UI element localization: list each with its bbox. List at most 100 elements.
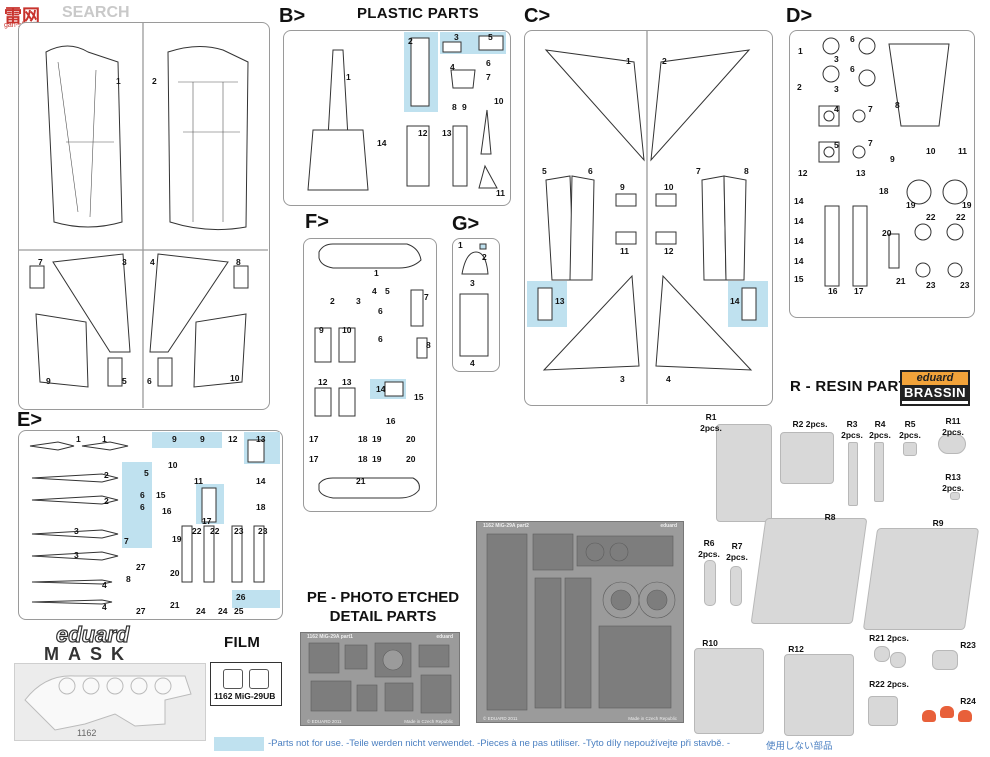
resin-qty: 2pcs. bbox=[942, 483, 964, 493]
part-number: 4 bbox=[372, 286, 377, 296]
not-used-highlight bbox=[232, 590, 280, 608]
part-number: 1 bbox=[76, 434, 81, 444]
resin-id: R10 bbox=[702, 638, 718, 648]
mask-logo: eduard MASK bbox=[42, 621, 172, 664]
part-number: 18 bbox=[879, 186, 889, 196]
sprue-f-parts bbox=[314, 243, 428, 499]
resin-part-r21 bbox=[874, 646, 890, 662]
resin-label-r2: R2 2pcs. bbox=[786, 419, 834, 430]
section-label-f: F> bbox=[305, 211, 329, 233]
part-number: 12 bbox=[318, 377, 328, 387]
mask-sheet: 1162 bbox=[14, 663, 206, 741]
part-number: 21 bbox=[896, 276, 906, 286]
part-number: 5 bbox=[488, 32, 493, 42]
part-number: 18 bbox=[358, 454, 368, 464]
resin-part-r24-piece bbox=[940, 706, 954, 718]
part-number: 7 bbox=[868, 104, 873, 114]
part-number: 18 bbox=[358, 434, 368, 444]
resin-part-r4 bbox=[874, 442, 884, 502]
resin-id: R8 bbox=[824, 512, 836, 522]
pe-fret-brand: eduard bbox=[436, 634, 453, 640]
part-number: 5 bbox=[122, 376, 127, 386]
not-used-highlight bbox=[152, 432, 222, 448]
part-number: 15 bbox=[414, 392, 424, 402]
resin-part-r12 bbox=[784, 654, 854, 736]
resin-part-r22 bbox=[868, 696, 898, 726]
sprue-b bbox=[283, 30, 511, 206]
part-number: 11 bbox=[958, 146, 967, 156]
resin-part-r21 bbox=[890, 652, 906, 668]
section-label-c: C> bbox=[524, 5, 551, 27]
resin-label-r13: R13 2pcs. bbox=[938, 472, 968, 494]
part-number: 14 bbox=[794, 256, 804, 266]
part-number: 2 bbox=[104, 470, 109, 480]
part-number: 8 bbox=[744, 166, 749, 176]
part-number: 6 bbox=[850, 34, 855, 44]
part-number: 25 bbox=[234, 606, 244, 616]
part-number: 3 bbox=[834, 84, 839, 94]
resin-id: R1 bbox=[705, 412, 717, 422]
part-number: 19 bbox=[962, 200, 972, 210]
resin-title: R - RESIN PARTS bbox=[790, 378, 919, 395]
part-number: 3 bbox=[122, 257, 127, 267]
resin-label-r22: R22 2pcs. bbox=[864, 679, 914, 690]
resin-label-r12: R12 bbox=[784, 644, 808, 655]
part-number: 16 bbox=[386, 416, 396, 426]
part-number: 20 bbox=[406, 434, 416, 444]
plastic-parts-title: PLASTIC PARTS bbox=[357, 5, 479, 22]
part-number: 24 bbox=[218, 606, 228, 616]
mask-shapes bbox=[24, 675, 192, 731]
resin-qty: 2pcs. bbox=[698, 549, 720, 559]
section-label-g: G> bbox=[452, 213, 480, 235]
sprue-a-parts bbox=[18, 22, 268, 408]
pe-fret-origin: Made in Czech Republic bbox=[628, 716, 677, 721]
pe-fret-copyright: © EDUARD 2011 bbox=[483, 716, 518, 721]
part-number: 8 bbox=[452, 102, 457, 112]
part-number: 22 bbox=[192, 526, 202, 536]
part-number: 17 bbox=[854, 286, 864, 296]
part-number: 6 bbox=[378, 334, 383, 344]
pe-fret-2: 1162 MiG-29A part2 eduard © EDUARD 2011 … bbox=[476, 521, 684, 723]
resin-part-r24-piece bbox=[958, 710, 972, 722]
part-number: 4 bbox=[470, 358, 475, 368]
part-number: 15 bbox=[794, 274, 804, 284]
watermark-logo: 雷网 bbox=[4, 6, 40, 27]
sprue-f bbox=[303, 238, 437, 512]
resin-part-r11 bbox=[938, 434, 966, 454]
resin-qty: 2pcs. bbox=[869, 430, 891, 440]
resin-part-r2 bbox=[780, 432, 834, 484]
resin-part-r23 bbox=[932, 650, 958, 670]
part-number: 3 bbox=[74, 526, 79, 536]
film-window bbox=[223, 669, 243, 689]
pe-fret-header: 1162 MiG-29A part1 bbox=[307, 634, 353, 640]
part-number: 14 bbox=[794, 236, 804, 246]
part-number: 7 bbox=[868, 138, 873, 148]
part-number: 3 bbox=[454, 32, 459, 42]
resin-label-r23: R23 bbox=[956, 640, 980, 651]
pe-title-line2: DETAIL PARTS bbox=[329, 608, 437, 625]
mask-word: MASK bbox=[44, 644, 133, 664]
part-number: 13 bbox=[342, 377, 352, 387]
part-number: 2 bbox=[330, 296, 335, 306]
resin-id: R24 bbox=[960, 696, 976, 706]
film-label: 1162 MiG-29UB bbox=[214, 691, 276, 701]
resin-id: R5 bbox=[904, 419, 916, 429]
part-number: 1 bbox=[116, 76, 121, 86]
resin-label-r8: R8 bbox=[820, 512, 840, 523]
part-number: 10 bbox=[664, 182, 674, 192]
part-number: 13 bbox=[442, 128, 452, 138]
part-number: 26 bbox=[236, 592, 246, 602]
part-number: 27 bbox=[136, 562, 146, 572]
resin-part-r1 bbox=[716, 424, 772, 522]
resin-part-r7 bbox=[730, 566, 742, 606]
part-number: 11 bbox=[194, 476, 203, 486]
part-number: 15 bbox=[156, 490, 166, 500]
resin-qty: 2pcs. bbox=[887, 679, 909, 689]
part-number: 2 bbox=[408, 36, 413, 46]
part-number: 9 bbox=[319, 325, 324, 335]
part-number: 6 bbox=[850, 64, 855, 74]
resin-id: R7 bbox=[731, 541, 743, 551]
resin-qty: 2pcs. bbox=[899, 430, 921, 440]
pe-fret-origin: Made in Czech Republic bbox=[404, 719, 453, 724]
part-number: 7 bbox=[424, 292, 429, 302]
